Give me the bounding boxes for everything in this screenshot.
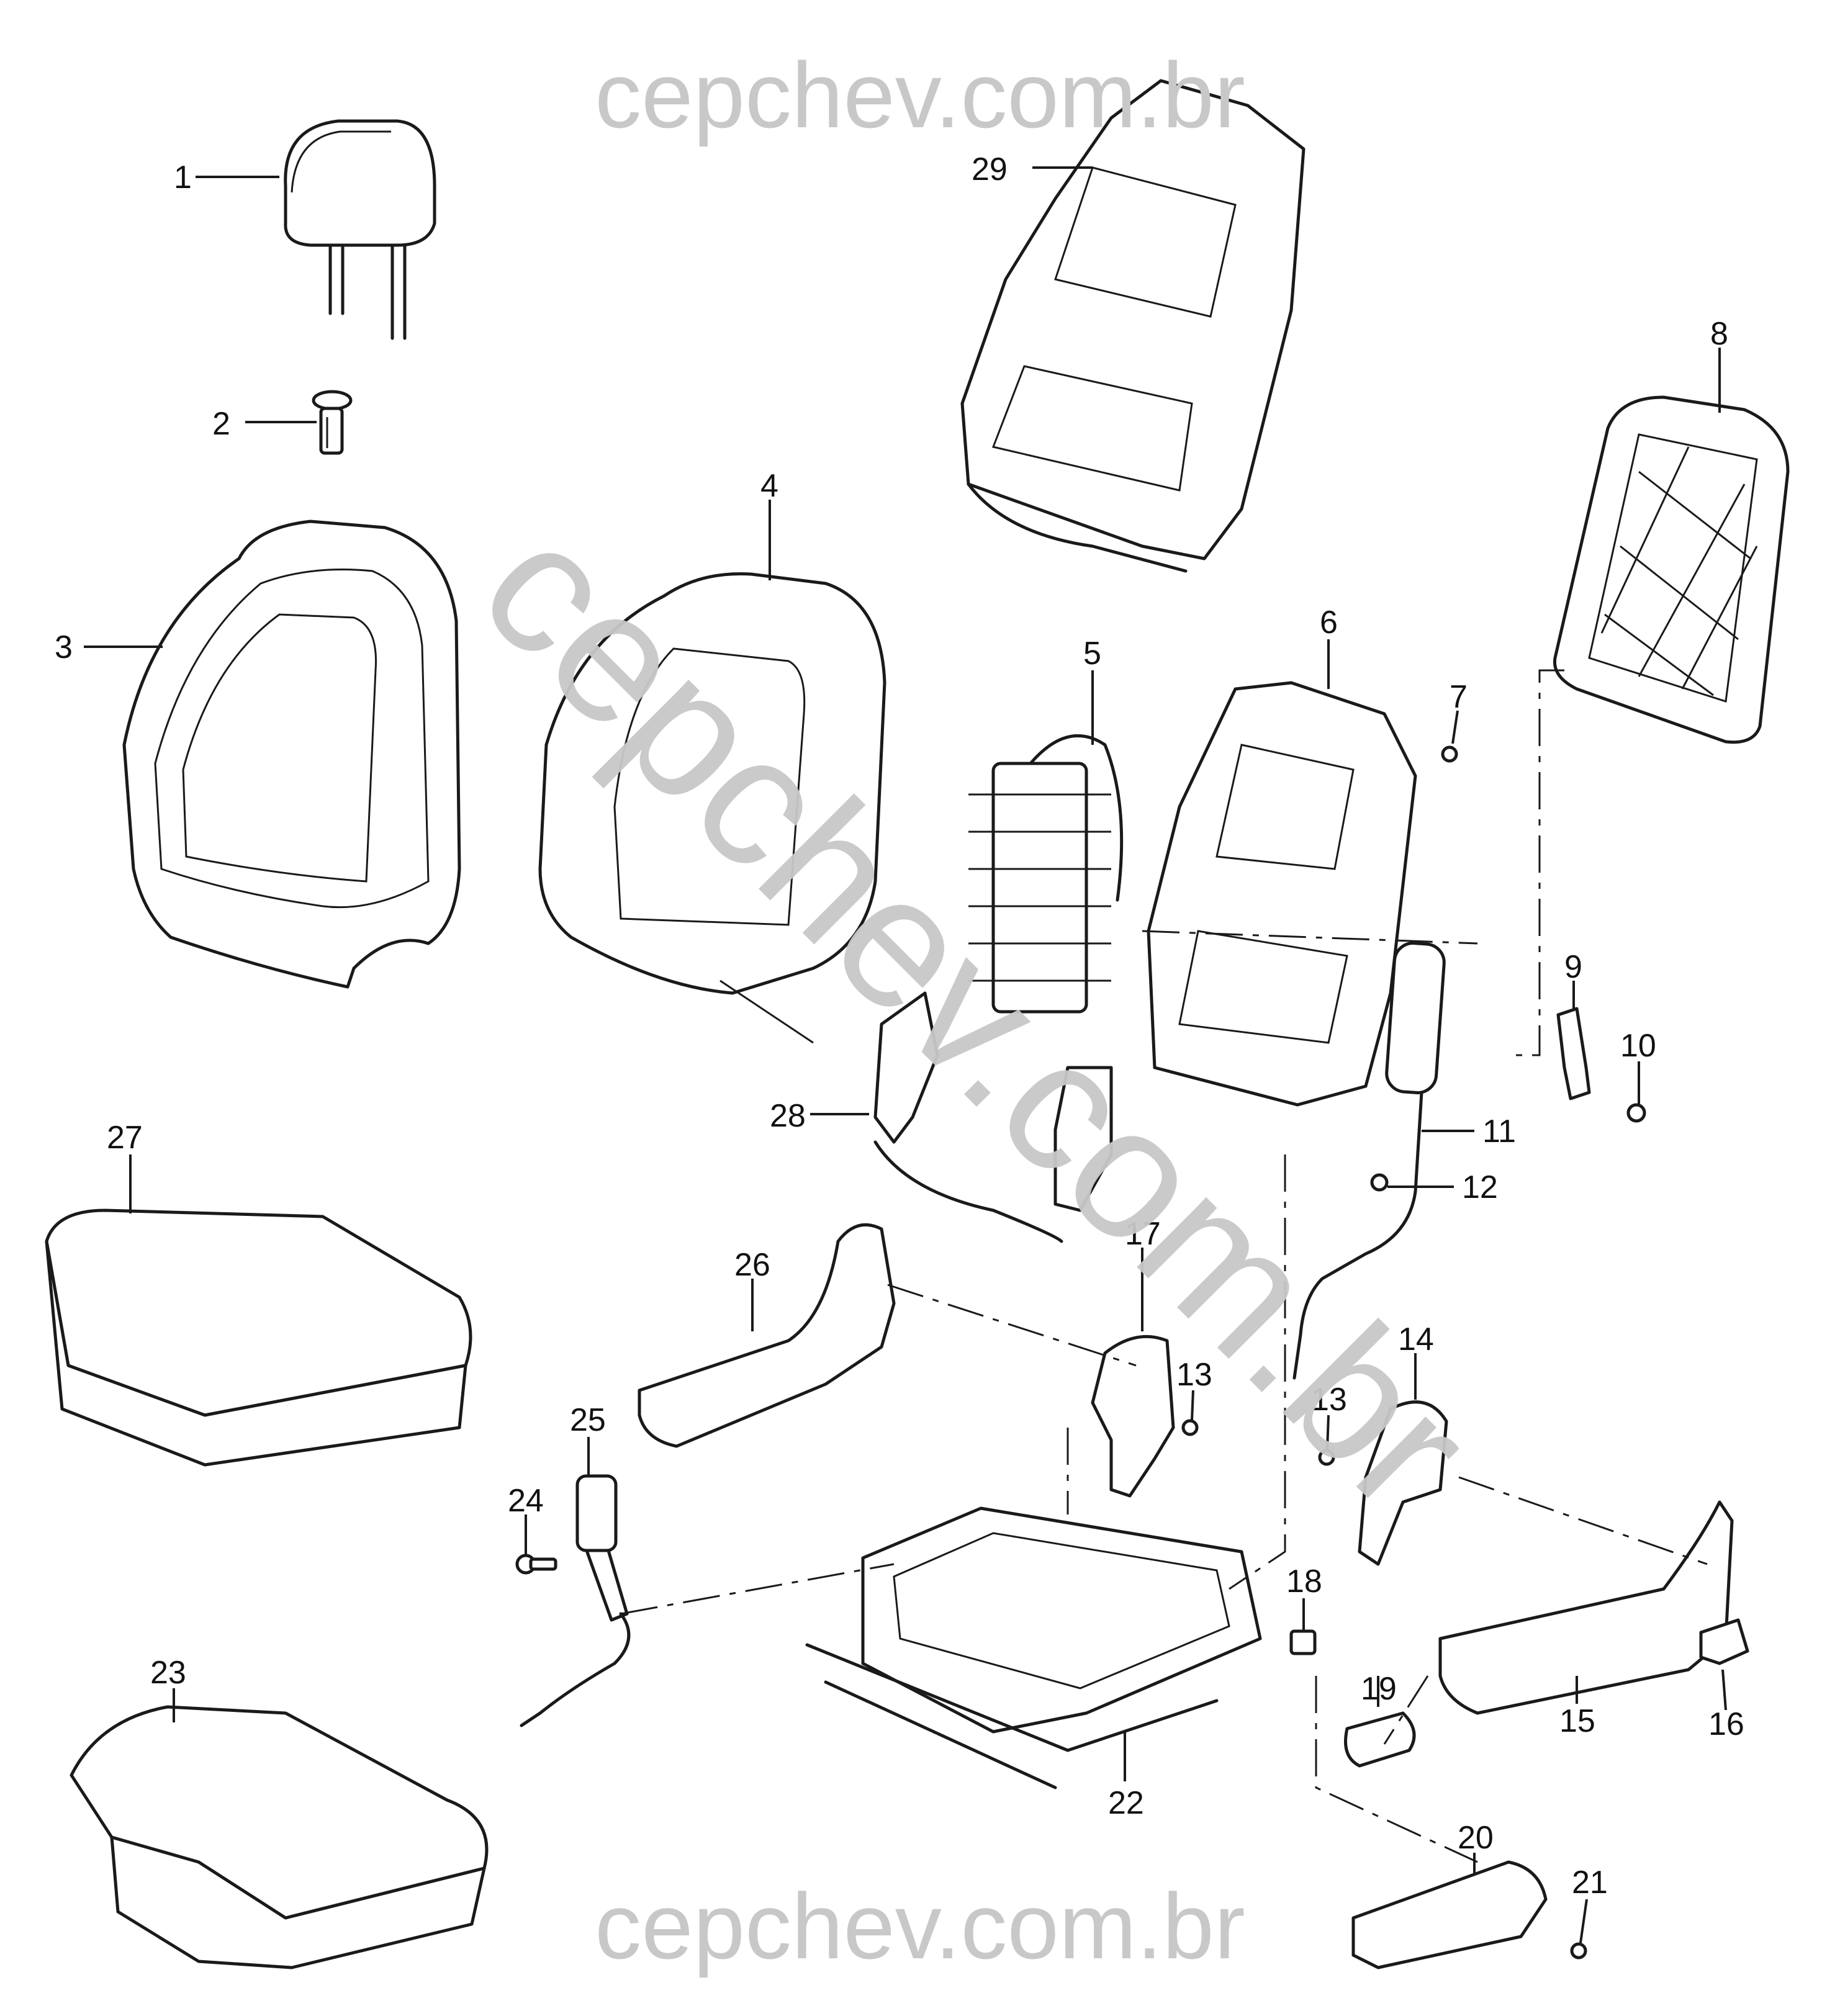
part-bolt-13a — [1181, 1419, 1199, 1436]
callout-26: 26 — [734, 1247, 770, 1283]
callout-19: 19 — [1361, 1671, 1397, 1707]
watermark-bottom: cepchev.com.br — [595, 1874, 1245, 1978]
part-seat-cushion-cover — [45, 1208, 472, 1467]
callout-29: 29 — [972, 151, 1008, 187]
callout-10: 10 — [1620, 1028, 1656, 1064]
callout-15: 15 — [1559, 1703, 1595, 1739]
part-seat-cushion-pad — [70, 1705, 489, 1969]
callout-24: 24 — [508, 1483, 544, 1519]
callout-7: 7 — [1450, 679, 1468, 715]
callout-23: 23 — [150, 1655, 186, 1691]
callout-25: 25 — [570, 1402, 606, 1438]
callout-16: 16 — [1708, 1706, 1744, 1742]
part-side-airbag — [1292, 942, 1446, 1380]
callout-5: 5 — [1083, 636, 1101, 672]
part-nut-10 — [1626, 1103, 1646, 1123]
part-screw-21 — [1570, 1942, 1587, 1960]
part-knob-16 — [1699, 1618, 1749, 1665]
part-seat-adjuster-frame — [805, 1506, 1262, 1789]
callout-18: 18 — [1286, 1564, 1322, 1600]
callout-21: 21 — [1572, 1865, 1608, 1901]
part-connector-18 — [1289, 1629, 1317, 1655]
part-clip-9 — [1556, 1007, 1591, 1100]
part-headrest — [284, 119, 436, 340]
callout-28: 28 — [770, 1098, 806, 1134]
part-seat-belt-buckle — [520, 1474, 631, 1727]
leader-lines — [84, 166, 1727, 1943]
callout-9: 9 — [1564, 949, 1582, 985]
part-bolt-13b — [1318, 1449, 1335, 1466]
callout-20: 20 — [1458, 1820, 1494, 1856]
part-handle-19 — [1344, 1711, 1416, 1768]
part-trim-panel — [1351, 1860, 1548, 1969]
callout-14: 14 — [1398, 1321, 1434, 1357]
callout-22: 22 — [1108, 1785, 1144, 1821]
part-backrest-cover — [122, 520, 461, 989]
callout-8: 8 — [1710, 316, 1728, 352]
part-inner-cover — [1091, 1334, 1175, 1498]
part-backrest-frame-29 — [960, 79, 1306, 573]
part-backrest-pad — [538, 572, 886, 1044]
callout-6: 6 — [1320, 605, 1338, 641]
assembly-lines — [620, 669, 1708, 1863]
part-nut-12 — [1370, 1173, 1389, 1192]
watermark-top: cepchev.com.br — [595, 43, 1245, 147]
callout-13b: 13 — [1311, 1382, 1347, 1418]
callout-17: 17 — [1125, 1216, 1161, 1252]
part-lumbar-support — [968, 734, 1124, 1014]
part-headrest-guide — [312, 390, 353, 455]
part-backrest-frame — [1147, 681, 1417, 1107]
callout-13a: 13 — [1176, 1357, 1212, 1393]
part-outer-seat-shield — [638, 1223, 896, 1448]
part-backrest-back-panel — [1553, 395, 1790, 744]
part-screw-7 — [1441, 745, 1458, 763]
part-recliner-cover — [1358, 1400, 1448, 1566]
callout-1: 1 — [174, 160, 192, 196]
callout-2: 2 — [212, 406, 230, 442]
callout-11: 11 — [1482, 1114, 1516, 1150]
callout-4: 4 — [760, 468, 778, 504]
callouts: 1 2 3 4 5 6 7 8 9 10 11 12 13 13 14 15 1… — [55, 151, 1744, 1901]
callout-12: 12 — [1462, 1169, 1498, 1205]
part-bolt-24 — [515, 1554, 557, 1575]
part-recliner-mechanism — [873, 991, 1113, 1243]
callout-27: 27 — [107, 1120, 143, 1156]
callout-3: 3 — [55, 629, 73, 665]
part-seat-side-shield — [1438, 1500, 1734, 1715]
